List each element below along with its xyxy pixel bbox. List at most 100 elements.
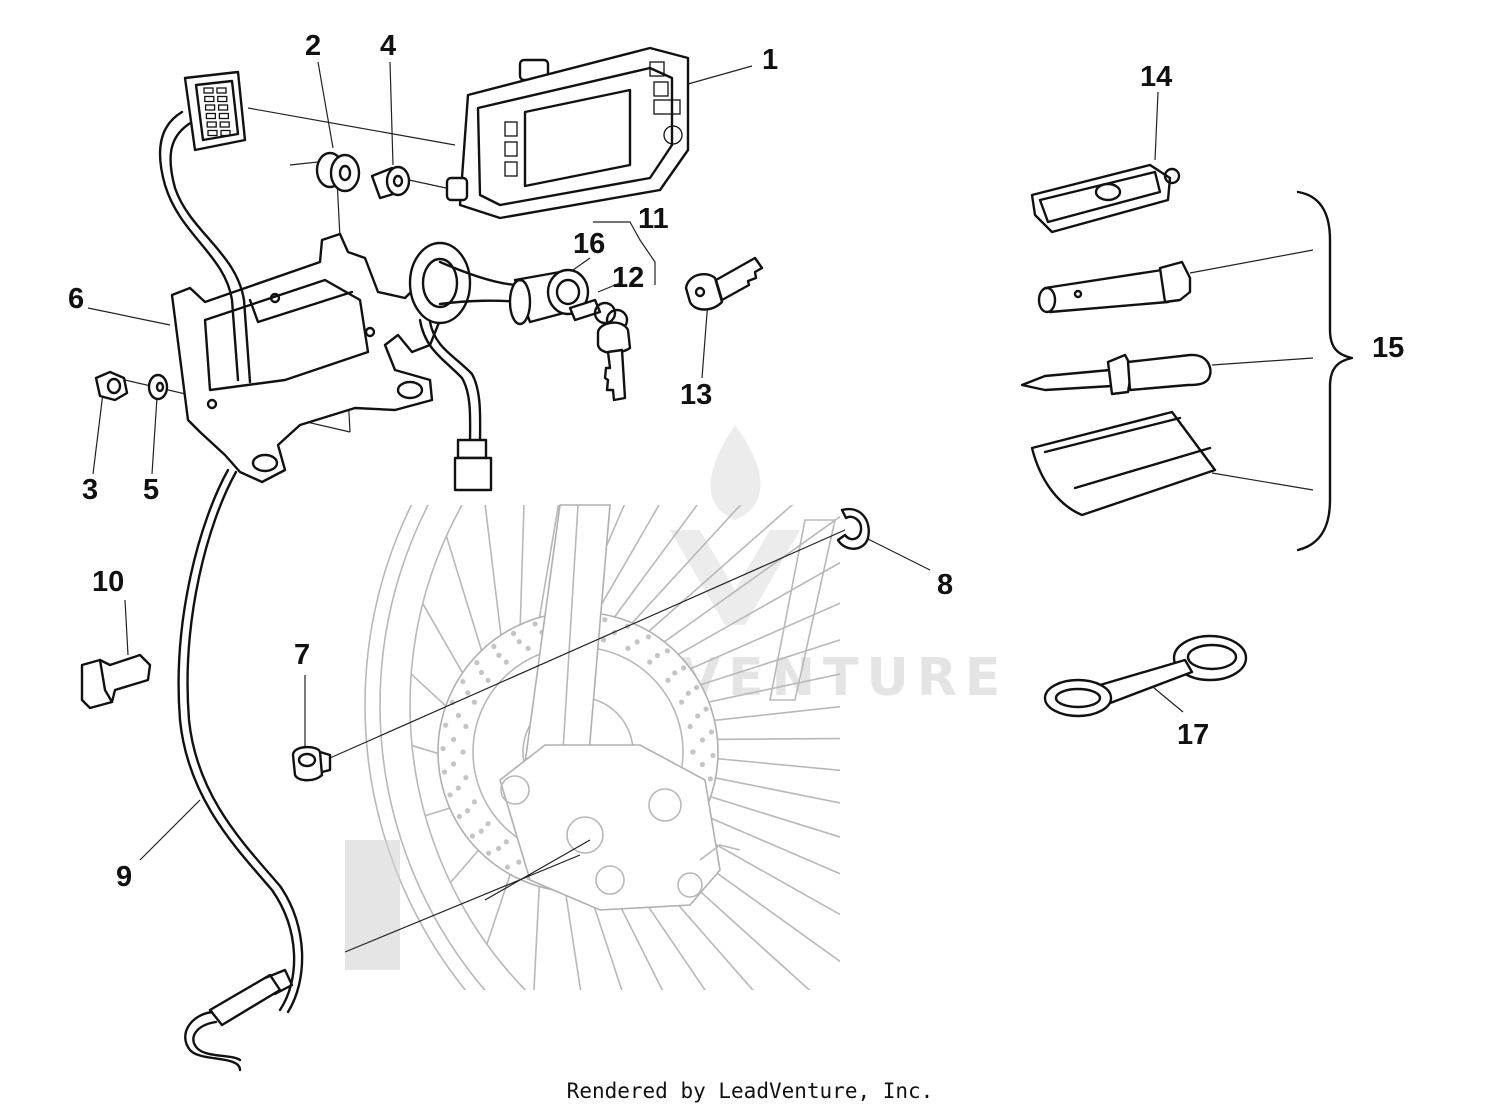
connector-pin: [216, 87, 227, 94]
disc-hole: [463, 723, 469, 730]
disc-hole: [699, 761, 705, 768]
disc-hole: [516, 639, 522, 645]
part-13-key-blank[interactable]: [684, 256, 764, 311]
callout-5: 5: [143, 474, 159, 506]
callout-9: 9: [116, 861, 132, 893]
disc-hole: [471, 799, 477, 805]
callout-2: 2: [305, 30, 321, 62]
disc-hole: [463, 774, 469, 781]
part-4-spacer-bushing[interactable]: [370, 165, 411, 200]
disc-hole: [456, 813, 463, 820]
disc-hole: [504, 864, 511, 870]
connector-pin: [204, 104, 216, 111]
part-7-rubber-plug[interactable]: [291, 745, 332, 782]
part-12-ignition-key-set[interactable]: [568, 298, 632, 402]
wheel-spoke: [643, 775, 840, 838]
disc-hole: [496, 652, 502, 658]
dashboard-wiring-harness: [158, 70, 252, 384]
connector-pin: [205, 112, 217, 120]
callout-12: 12: [612, 262, 644, 294]
part-14-tool-strap[interactable]: [1030, 163, 1181, 234]
connector-pin: [217, 95, 228, 103]
disc-hole: [486, 850, 492, 856]
part-1-dashboard-display[interactable]: [445, 46, 690, 220]
disc-hole: [693, 684, 700, 691]
disc-hole: [465, 690, 471, 696]
callout-15: 15: [1372, 332, 1404, 364]
disc-hole: [707, 776, 713, 782]
part-9-speed-sensor-cable[interactable]: [177, 468, 304, 1072]
part-11-ignition-switch-assembly[interactable]: [408, 241, 522, 492]
front-wheel-background: [345, 504, 840, 990]
disc-hole: [516, 859, 522, 865]
disc-hole: [647, 659, 653, 665]
disc-hole: [645, 634, 652, 640]
disc-hole: [474, 660, 480, 666]
connector-pin: [217, 104, 229, 111]
disc-hole: [503, 659, 509, 665]
disc-hole: [600, 637, 607, 643]
disc-hole: [478, 828, 484, 834]
connector-pin: [218, 112, 230, 120]
connector-pin: [219, 121, 230, 128]
callout-11: 11: [638, 203, 669, 235]
connector-pin: [204, 95, 215, 103]
callout-14: 14: [1140, 61, 1172, 93]
group-brace-15: [1296, 190, 1354, 552]
disc-hole: [625, 645, 631, 651]
watermark-flame-icon: [710, 425, 761, 520]
callout-13: 13: [680, 379, 712, 411]
wheel-spoke: [646, 763, 840, 804]
part-10-cable-clip[interactable]: [80, 653, 152, 710]
wheel-spoke: [646, 737, 840, 741]
disc-hole: [441, 769, 448, 775]
wheel-spoke: [612, 561, 840, 693]
disc-hole: [455, 712, 462, 719]
wheel-spoke: [647, 751, 840, 772]
disc-hole: [680, 665, 687, 671]
connector-pin: [203, 87, 214, 94]
part-5-washer[interactable]: [147, 373, 169, 401]
disc-hole: [450, 761, 457, 767]
disc-hole: [708, 729, 715, 735]
wheel-spoke: [601, 515, 840, 687]
part-17-pin-spanner-wrench[interactable]: [1043, 634, 1248, 718]
disc-hole: [447, 792, 453, 798]
disc-hole: [485, 821, 491, 827]
callout-16: 16: [573, 228, 605, 260]
part-8-circlip[interactable]: [836, 507, 870, 550]
disc-hole: [460, 749, 466, 755]
part-3-nut[interactable]: [94, 370, 129, 402]
disc-hole: [460, 678, 466, 685]
callout-4: 4: [380, 30, 396, 62]
callout-6: 6: [68, 283, 84, 315]
disc-hole: [703, 706, 709, 712]
part-6-mounting-bracket[interactable]: [170, 232, 442, 484]
part-15-screwdriver[interactable]: [1020, 353, 1212, 396]
disc-hole: [455, 785, 461, 791]
disc-hole: [465, 808, 471, 814]
callout-labels: 1 2 4 6 11 16 12 13 3 5 14 15 10 8 7 17 …: [68, 30, 1404, 893]
wheel-spoke: [589, 505, 794, 684]
disc-hole: [695, 713, 701, 719]
wheel-spoke: [638, 786, 840, 875]
disc-hole: [672, 670, 678, 676]
disc-hole: [654, 652, 661, 659]
disc-hole: [471, 699, 477, 705]
part-15-tube-wrench[interactable]: [1037, 260, 1192, 314]
part-2-rubber-grommet[interactable]: [315, 151, 361, 193]
callout-3: 3: [82, 474, 98, 506]
part-15-tool-pouch[interactable]: [1030, 410, 1217, 517]
disc-hole: [510, 630, 517, 637]
connector-pin: [207, 129, 218, 137]
disc-hole: [478, 669, 485, 676]
footer-credit: Rendered by LeadVenture, Inc.: [567, 1079, 934, 1103]
disc-hole: [665, 677, 671, 683]
disc-hole: [440, 745, 446, 752]
disc-hole: [495, 845, 502, 852]
disc-hole: [491, 643, 497, 650]
connector-pin: [206, 121, 217, 128]
disc-hole: [532, 621, 538, 627]
callout-1: 1: [762, 44, 778, 76]
disc-hole: [503, 839, 509, 845]
